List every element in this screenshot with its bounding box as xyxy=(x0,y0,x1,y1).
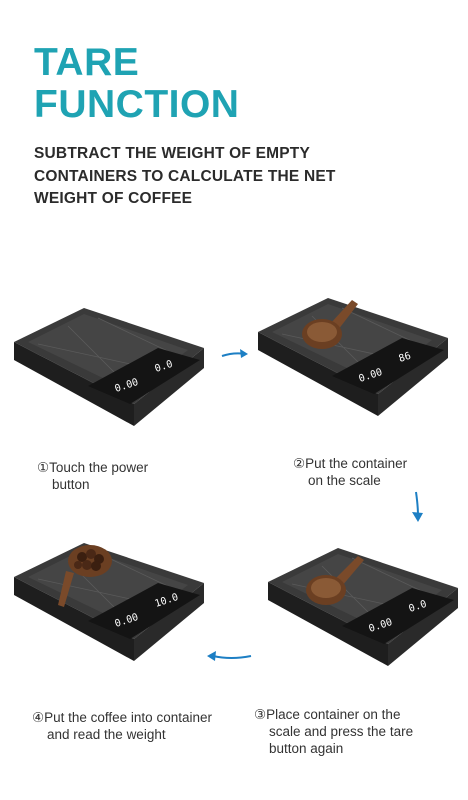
step-2-caption: ②Put the container on the scale xyxy=(293,455,407,489)
wooden-spoon-with-coffee-beans xyxy=(58,545,112,607)
step-number: ② xyxy=(293,456,306,471)
scale-illustration-step-1: 0.00 0.0 xyxy=(14,308,204,426)
wooden-spoon xyxy=(306,556,364,605)
step-4-caption: ④Put the coffee into container and read … xyxy=(32,709,212,743)
scale-illustration-step-2: 0.00 86 xyxy=(258,298,448,416)
scale-body: 0.00 86 xyxy=(258,298,448,416)
arrow-down-icon xyxy=(412,491,423,522)
step-line-2: on the scale xyxy=(308,473,381,488)
step-number: ③ xyxy=(254,707,267,722)
page-title: TARE FUNCTION xyxy=(34,42,239,126)
step-line-2: scale and press the tare xyxy=(269,724,414,739)
step-line-2: button xyxy=(52,477,90,492)
arrow-right-icon xyxy=(221,349,248,358)
arrow-left-icon xyxy=(207,651,252,661)
step-line-1: Put the coffee into container xyxy=(44,710,212,725)
step-line-1: Put the container xyxy=(305,456,408,471)
step-line-1: Touch the power xyxy=(49,460,149,475)
scale-illustration-step-3: 0.00 0.0 xyxy=(268,548,458,666)
scale-body: 0.00 0.0 xyxy=(268,548,458,666)
title-line-2: FUNCTION xyxy=(34,83,240,126)
step-1-caption: ①Touch the power button xyxy=(37,459,148,493)
scale-body: 0.00 0.0 xyxy=(14,308,204,426)
scale-illustration-step-4: 0.00 10.0 xyxy=(14,543,204,661)
step-3-caption: ③Place container on the scale and press … xyxy=(254,706,413,757)
display-right: 86 xyxy=(398,351,413,365)
wooden-spoon xyxy=(302,300,358,349)
step-number: ① xyxy=(37,460,50,475)
title-line-1: TARE xyxy=(34,41,140,84)
step-line-1: Place container on the xyxy=(266,707,401,722)
page-subtitle: SUBTRACT THE WEIGHT OF EMPTY CONTAINERS … xyxy=(34,145,336,207)
scale-body: 0.00 10.0 xyxy=(14,543,204,661)
display-right: 0.0 xyxy=(408,599,429,615)
step-number: ④ xyxy=(32,710,45,725)
step-line-3: button again xyxy=(269,741,344,756)
step-line-2: and read the weight xyxy=(47,727,166,742)
display-right: 0.0 xyxy=(154,359,175,375)
